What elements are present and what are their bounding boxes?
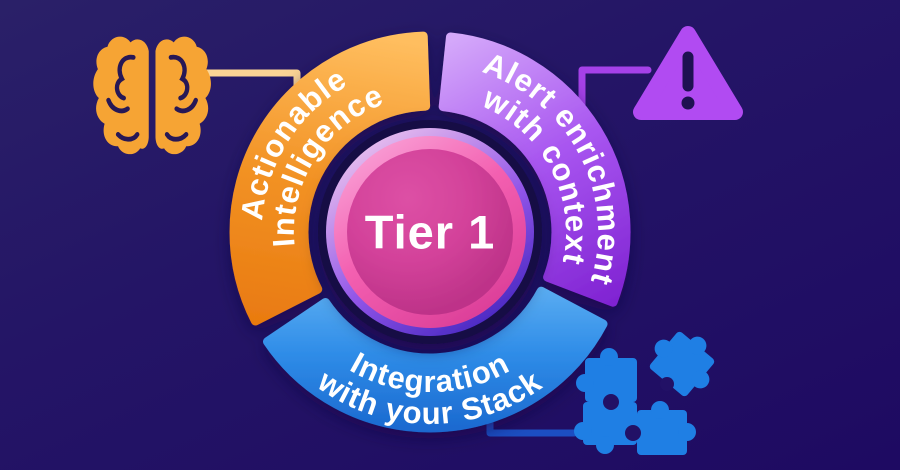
center-pink-disc	[347, 149, 513, 315]
puzzle-piece-rotated	[649, 331, 715, 397]
puzzle-notches	[603, 377, 674, 441]
segment-integration	[263, 286, 608, 433]
puzzle-pieces-icon	[574, 331, 715, 455]
puzzle-piece	[576, 348, 637, 402]
tier-ring	[229, 31, 631, 433]
exclamation-dot	[681, 96, 695, 110]
center-label: Tier 1	[365, 206, 496, 259]
puzzle-piece	[574, 402, 637, 454]
segment-alert-enrichment	[438, 32, 631, 307]
puzzle-piece	[637, 401, 696, 455]
tier1-center-button: Tier 1	[318, 120, 542, 344]
segment-actionable-intelligence	[229, 31, 431, 326]
brain-icon	[93, 36, 211, 155]
warning-triangle-icon	[633, 26, 743, 120]
